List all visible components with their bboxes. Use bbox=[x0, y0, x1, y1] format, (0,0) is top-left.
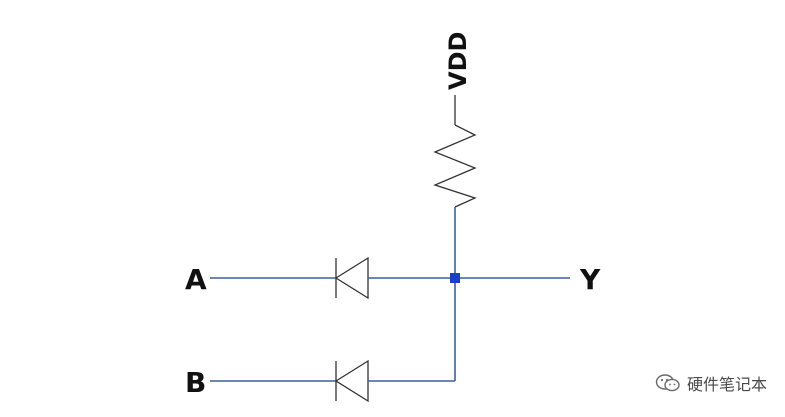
diode-a-triangle bbox=[334, 256, 369, 300]
diode-a bbox=[334, 256, 369, 300]
junction-node bbox=[450, 273, 460, 283]
watermark-text: 硬件笔记本 bbox=[686, 375, 767, 394]
wechat-icon bbox=[655, 374, 680, 392]
output-y-label: Y bbox=[579, 263, 601, 296]
vdd-label: VDD bbox=[444, 32, 472, 90]
pullup-resistor bbox=[433, 95, 477, 208]
diode-b-triangle bbox=[334, 359, 369, 403]
resistor-zigzag bbox=[433, 124, 477, 208]
diode-b bbox=[334, 359, 369, 403]
input-b-label: B bbox=[185, 366, 206, 399]
watermark: 硬件笔记本 bbox=[655, 371, 767, 395]
input-a-label: A bbox=[185, 263, 207, 296]
